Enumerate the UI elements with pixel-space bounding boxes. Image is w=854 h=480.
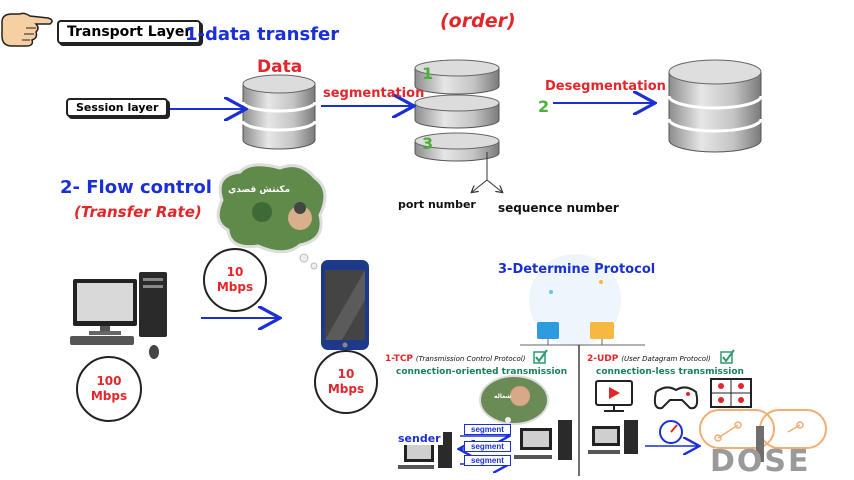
monitor-play-icon bbox=[595, 380, 633, 412]
segment-number-1: 1 bbox=[422, 64, 434, 83]
tcp-heading: 1-TCP (Transmission Control Protocol) bbox=[385, 354, 525, 364]
segment-number-3: 3 bbox=[422, 134, 434, 153]
thought-bubble bbox=[216, 163, 327, 270]
udp-title: 2-UDP bbox=[587, 354, 619, 364]
checkbox-icon bbox=[720, 349, 735, 364]
udp-sender-computer bbox=[588, 420, 638, 454]
wire-rate-unit: Mbps bbox=[216, 280, 254, 294]
segment-number-2: 2 bbox=[538, 97, 550, 116]
speech-bubble-text: مكنتش قصدي bbox=[228, 185, 291, 195]
speedometer-icon bbox=[659, 420, 683, 444]
dose-logo bbox=[699, 409, 827, 462]
database-large-icon bbox=[667, 59, 763, 153]
tcp-full-name: (Transmission Control Protocol) bbox=[415, 355, 526, 363]
phone-rate-value: 10 bbox=[337, 367, 355, 381]
sender-label: sender bbox=[396, 432, 443, 445]
transport-layer-label: Transport Layer bbox=[57, 20, 202, 44]
pointing-hand-icon bbox=[1, 12, 53, 47]
sequence-number-label: sequence number bbox=[498, 201, 619, 215]
folder-icon bbox=[537, 322, 559, 339]
segment-label-1: segment bbox=[464, 424, 511, 435]
dose-logo-text: DOSE bbox=[710, 444, 811, 479]
small-thought-bubble bbox=[479, 375, 549, 425]
tcp-title: 1-TCP bbox=[385, 354, 414, 364]
database-icon bbox=[241, 74, 317, 150]
smartphone-icon bbox=[321, 260, 369, 350]
desktop-computer-icon bbox=[70, 272, 167, 359]
tcp-receiver-computer bbox=[514, 420, 572, 460]
folder-icon bbox=[590, 322, 614, 339]
video-conference-icon bbox=[710, 378, 752, 408]
segmentation-label: segmentation bbox=[323, 86, 425, 101]
tcp-description: connection-oriented transmission bbox=[396, 367, 568, 377]
phone-rate-unit: Mbps bbox=[327, 382, 365, 396]
segment-label-3: segment bbox=[464, 455, 511, 466]
checkbox-icon bbox=[533, 349, 548, 364]
udp-heading: 2-UDP (User Datagram Protocol) bbox=[587, 354, 711, 364]
session-layer-label: Session layer bbox=[66, 98, 169, 117]
determine-protocol-title: 3-Determine Protocol bbox=[498, 262, 656, 277]
segment-db-1 bbox=[414, 59, 500, 95]
segment-db-2 bbox=[414, 94, 500, 129]
branch-lines bbox=[472, 152, 502, 192]
transfer-rate-label: (Transfer Rate) bbox=[74, 203, 202, 221]
segment-db-3 bbox=[414, 132, 500, 162]
segment-label-2: segment bbox=[464, 441, 511, 452]
data-transfer-title: 1-data transfer bbox=[185, 24, 340, 45]
protocol-tree bbox=[520, 254, 645, 476]
udp-full-name: (User Datagram Protocol) bbox=[621, 355, 711, 363]
tcp-sender-computer bbox=[398, 432, 452, 469]
small-bubble-text: شغاله bbox=[494, 393, 512, 400]
order-label: (order) bbox=[440, 10, 516, 32]
wire-rate-value: 10 bbox=[226, 265, 244, 279]
gamepad-icon bbox=[653, 386, 699, 410]
data-label: Data bbox=[257, 57, 303, 77]
desegmentation-label: Desegmentation bbox=[545, 79, 666, 94]
desktop-rate-unit: Mbps bbox=[90, 389, 128, 403]
udp-description: connection-less transmission bbox=[596, 367, 744, 377]
port-number-label: port number bbox=[398, 198, 476, 211]
flow-control-title: 2- Flow control bbox=[60, 177, 212, 198]
desktop-rate-value: 100 bbox=[96, 374, 122, 388]
